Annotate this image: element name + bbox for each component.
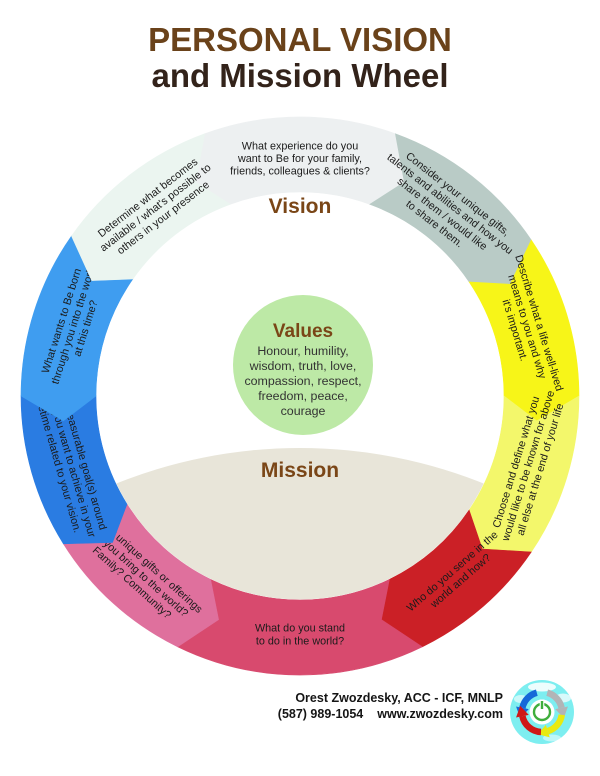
- values-list: Honour, humility,wisdom, truth, love,com…: [244, 344, 361, 418]
- globe-cloud: [528, 682, 556, 692]
- logo-arrow-red: [519, 715, 542, 736]
- mission-label: Mission: [261, 459, 339, 482]
- logo-arrow-blue: [519, 689, 538, 709]
- logo-arrow-yellow: [546, 714, 566, 735]
- footer: Orest Zwozdesky, ACC - ICF, MNLP (587) 9…: [0, 690, 503, 723]
- vision-label: Vision: [269, 195, 332, 218]
- page-title: PERSONAL VISION and Mission Wheel: [0, 22, 600, 93]
- values-heading: Values: [273, 321, 333, 342]
- footer-website: www.zwozdesky.com: [377, 707, 503, 722]
- title-line-2: and Mission Wheel: [151, 56, 449, 94]
- footer-name: Orest Zwozdesky, ACC - ICF, MNLP: [295, 691, 503, 705]
- logo-arrowhead-silver: [555, 706, 568, 719]
- footer-phone: (587) 989-1054: [277, 707, 364, 722]
- logo-arrowhead-red: [516, 705, 529, 718]
- footer-contact: (587) 989-1054 www.zwozdesky.com: [0, 706, 503, 722]
- logo-cycle-arrows: [516, 689, 568, 738]
- logo-arrow-silver: [546, 689, 565, 709]
- values-circle: [233, 295, 373, 435]
- wheel-segment-determine: [71, 133, 231, 281]
- company-logo: [510, 680, 574, 744]
- title-line-1: PERSONAL VISION: [148, 21, 452, 58]
